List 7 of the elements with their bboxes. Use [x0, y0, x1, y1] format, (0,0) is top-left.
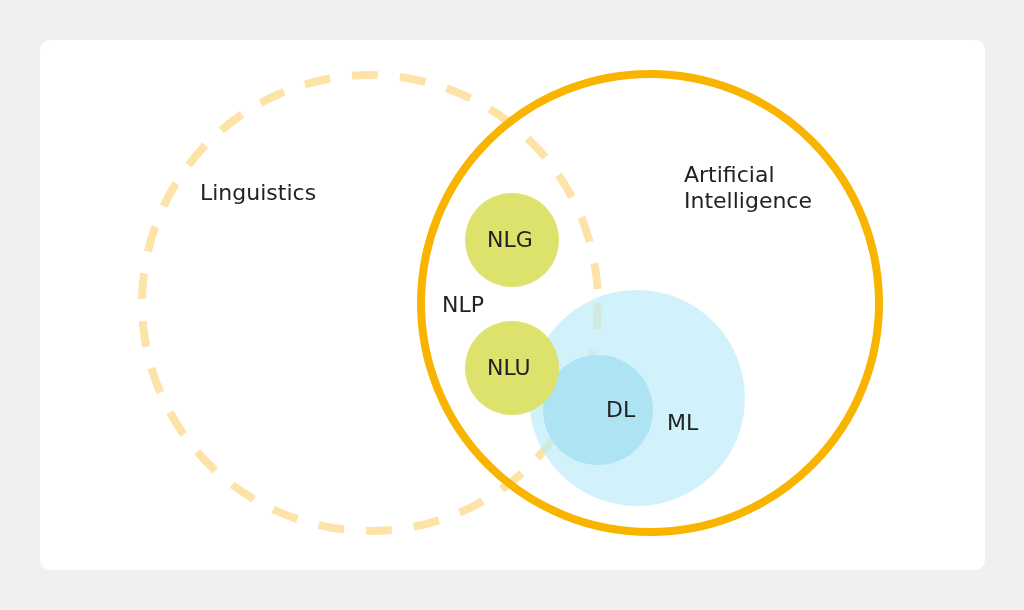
circle-label: NLU	[487, 355, 532, 381]
circle-label: ML	[667, 410, 700, 436]
circle-label: DL	[606, 397, 637, 423]
circle-label: Linguistics	[200, 180, 318, 206]
overlap-label: NLP	[442, 292, 484, 318]
circle-label: NLG	[487, 227, 534, 253]
circle-label: Artificial Intelligence	[684, 162, 813, 214]
